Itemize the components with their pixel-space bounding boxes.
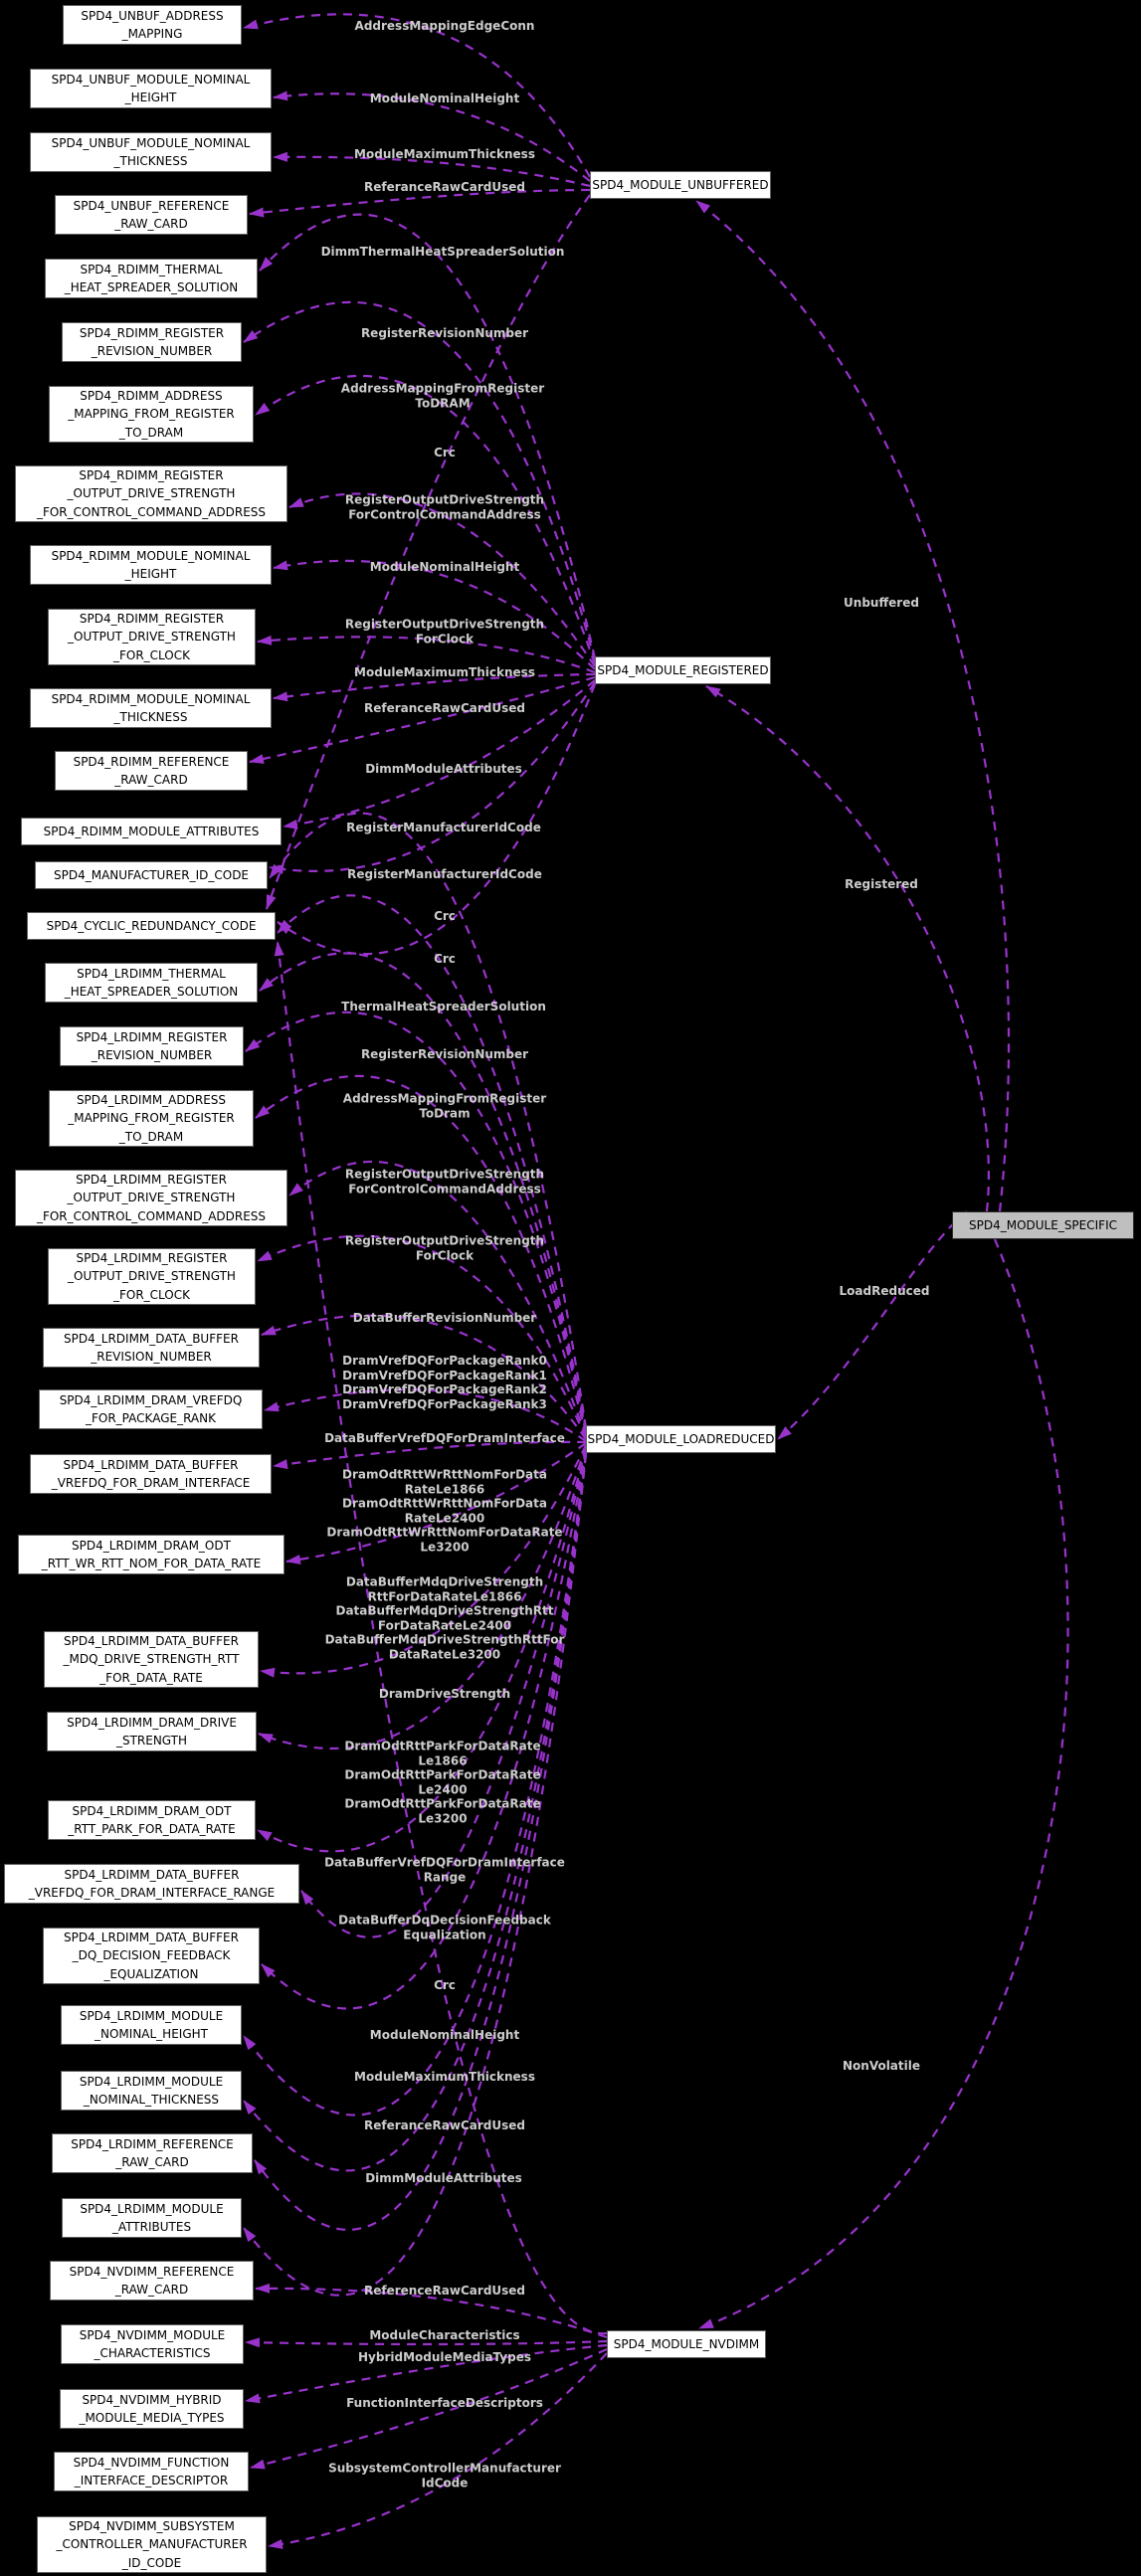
edge-l-m33 bbox=[243, 1453, 588, 2297]
node-spd4-unbuf-module-nominal-height[interactable]: SPD4_UNBUF_MODULE_NOMINAL _HEIGHT bbox=[30, 69, 272, 108]
edge-u-m02 bbox=[273, 91, 591, 182]
edge-r-m11 bbox=[273, 672, 596, 702]
edge-n-m38 bbox=[268, 2352, 608, 2549]
node-spd4-lrdimm-dram-odt-rtt-wr-rtt-nom-for-data-rate[interactable]: SPD4_LRDIMM_DRAM_ODT _RTT_WR_RTT_NOM_FOR… bbox=[18, 1535, 285, 1574]
node-spd4-module-nvdimm[interactable]: SPD4_MODULE_NVDIMM bbox=[607, 2330, 766, 2358]
node-spd4-lrdimm-module-nominal-height[interactable]: SPD4_LRDIMM_MODULE _NOMINAL_HEIGHT bbox=[61, 2005, 242, 2045]
node-spd4-rdimm-register-output-drive-strength-for-clock[interactable]: SPD4_RDIMM_REGISTER _OUTPUT_DRIVE_STRENG… bbox=[48, 609, 256, 665]
edge-l-m18 bbox=[255, 1074, 588, 1436]
edge-l-m27 bbox=[257, 1446, 588, 1853]
node-spd4-rdimm-reference-raw-card[interactable]: SPD4_RDIMM_REFERENCE _RAW_CARD bbox=[55, 751, 248, 791]
edge-l-m23 bbox=[273, 1440, 587, 1470]
edge-l-m29 bbox=[261, 1449, 588, 2010]
edge-l-m14 bbox=[269, 812, 588, 1429]
node-spd4-rdimm-register-output-drive-strength-for-control-command-address[interactable]: SPD4_RDIMM_REGISTER _OUTPUT_DRIVE_STRENG… bbox=[15, 465, 287, 522]
node-spd4-lrdimm-data-buffer-dq-decision-feedback-equalization[interactable]: SPD4_LRDIMM_DATA_BUFFER _DQ_DECISION_FEE… bbox=[43, 1928, 260, 1984]
edge-u-m03 bbox=[273, 151, 591, 188]
node-spd4-lrdimm-register-output-drive-strength-for-control-command-address[interactable]: SPD4_LRDIMM_REGISTER _OUTPUT_DRIVE_STREN… bbox=[15, 1170, 287, 1226]
edge-n-m37 bbox=[250, 2347, 608, 2470]
edge-l-m24 bbox=[285, 1442, 587, 1564]
edge-l-m19 bbox=[288, 1160, 588, 1437]
edge-u-m01 bbox=[243, 13, 591, 178]
edge-l-m30 bbox=[243, 1450, 588, 2116]
edge-r-m14 bbox=[269, 681, 596, 875]
edge-r-m05 bbox=[259, 213, 597, 659]
edge-u-m04 bbox=[249, 188, 591, 218]
node-spd4-lrdimm-module-nominal-thickness[interactable]: SPD4_LRDIMM_MODULE _NOMINAL_THICKNESS bbox=[61, 2071, 242, 2111]
edge-r-m07 bbox=[255, 374, 597, 665]
edge-s-n bbox=[698, 1238, 1069, 2330]
edge-n-m36 bbox=[245, 2343, 608, 2404]
node-spd4-unbuf-address-mapping[interactable]: SPD4_UNBUF_ADDRESS _MAPPING bbox=[63, 5, 242, 45]
node-spd4-lrdimm-reference-raw-card[interactable]: SPD4_LRDIMM_REFERENCE _RAW_CARD bbox=[52, 2133, 253, 2173]
node-spd4-lrdimm-data-buffer-vrefdq-for-dram-interface-range[interactable]: SPD4_LRDIMM_DATA_BUFFER _VREFDQ_FOR_DRAM… bbox=[4, 1864, 299, 1904]
edge-r-m06 bbox=[243, 300, 597, 662]
edge-l-m26 bbox=[258, 1445, 588, 1749]
edge-r-m13 bbox=[283, 679, 596, 829]
node-spd4-nvdimm-module-characteristics[interactable]: SPD4_NVDIMM_MODULE _CHARACTERISTICS bbox=[61, 2324, 244, 2364]
node-spd4-nvdimm-subsystem-controller-manufacturer-id-code[interactable]: SPD4_NVDIMM_SUBSYSTEM _CONTROLLER_MANUFA… bbox=[37, 2516, 267, 2573]
node-spd4-rdimm-module-nominal-thickness[interactable]: SPD4_RDIMM_MODULE_NOMINAL _THICKNESS bbox=[30, 688, 272, 728]
node-spd4-rdimm-module-nominal-height[interactable]: SPD4_RDIMM_MODULE_NOMINAL _HEIGHT bbox=[30, 545, 272, 585]
node-spd4-unbuf-module-nominal-thickness[interactable]: SPD4_UNBUF_MODULE_NOMINAL _THICKNESS bbox=[30, 132, 272, 172]
node-spd4-lrdimm-data-buffer-mdq-drive-strength-rtt-for-data-rate[interactable]: SPD4_LRDIMM_DATA_BUFFER _MDQ_DRIVE_STREN… bbox=[44, 1631, 259, 1688]
edge-r-m10 bbox=[257, 635, 596, 674]
node-spd4-rdimm-thermal-heat-spreader-solution[interactable]: SPD4_RDIMM_THERMAL _HEAT_SPREADER_SOLUTI… bbox=[45, 259, 258, 298]
edge-s-r bbox=[705, 685, 991, 1212]
node-spd4-lrdimm-dram-drive-strength[interactable]: SPD4_LRDIMM_DRAM_DRIVE _STRENGTH bbox=[47, 1712, 257, 1751]
edge-s-u bbox=[695, 200, 1011, 1212]
edge-l-m28 bbox=[300, 1448, 588, 1938]
node-spd4-nvdimm-function-interface-descriptor[interactable]: SPD4_NVDIMM_FUNCTION _INTERFACE_DESCRIPT… bbox=[54, 2452, 249, 2491]
edge-r-m12 bbox=[249, 675, 596, 764]
edge-s-l bbox=[777, 1210, 968, 1440]
edge-l-m20 bbox=[257, 1234, 588, 1439]
node-spd4-unbuf-reference-raw-card[interactable]: SPD4_UNBUF_REFERENCE _RAW_CARD bbox=[55, 195, 248, 235]
node-spd4-rdimm-module-attributes[interactable]: SPD4_RDIMM_MODULE_ATTRIBUTES bbox=[21, 818, 282, 845]
node-spd4-lrdimm-dram-vrefdq-for-package-rank[interactable]: SPD4_LRDIMM_DRAM_VREFDQ _FOR_PACKAGE_RAN… bbox=[39, 1389, 263, 1429]
node-spd4-lrdimm-dram-odt-rtt-park-for-data-rate[interactable]: SPD4_LRDIMM_DRAM_ODT _RTT_PARK_FOR_DATA_… bbox=[48, 1800, 256, 1840]
edge-l-m17 bbox=[245, 1011, 588, 1434]
node-spd4-lrdimm-address-mapping-from-register-to-dram[interactable]: SPD4_LRDIMM_ADDRESS _MAPPING_FROM_REGIST… bbox=[49, 1090, 254, 1147]
node-spd4-lrdimm-module-attributes[interactable]: SPD4_LRDIMM_MODULE _ATTRIBUTES bbox=[62, 2198, 242, 2238]
edge-r-m08 bbox=[288, 492, 596, 667]
edge-l-m32 bbox=[254, 1452, 588, 2231]
node-spd4-lrdimm-data-buffer-revision-number[interactable]: SPD4_LRDIMM_DATA_BUFFER _REVISION_NUMBER bbox=[43, 1328, 260, 1368]
node-spd4-lrdimm-data-buffer-vrefdq-for-dram-interface[interactable]: SPD4_LRDIMM_DATA_BUFFER _VREFDQ_FOR_DRAM… bbox=[30, 1454, 272, 1494]
edge-l-m22 bbox=[264, 1388, 587, 1442]
edges-group bbox=[243, 13, 1069, 2549]
node-spd4-module-specific: SPD4_MODULE_SPECIFIC bbox=[952, 1211, 1134, 1239]
edge-l-m31 bbox=[243, 1451, 588, 2172]
edge-l-m21 bbox=[261, 1314, 587, 1440]
node-spd4-nvdimm-reference-raw-card[interactable]: SPD4_NVDIMM_REFERENCE _RAW_CARD bbox=[50, 2261, 254, 2300]
node-spd4-lrdimm-thermal-heat-spreader-solution[interactable]: SPD4_LRDIMM_THERMAL _HEAT_SPREADER_SOLUT… bbox=[45, 963, 258, 1003]
node-spd4-module-unbuffered[interactable]: SPD4_MODULE_UNBUFFERED bbox=[590, 171, 771, 199]
edge-l-m15 bbox=[277, 894, 588, 1431]
edge-l-m16 bbox=[259, 952, 588, 1433]
edge-l-m25 bbox=[260, 1444, 587, 1678]
node-spd4-module-registered[interactable]: SPD4_MODULE_REGISTERED bbox=[595, 656, 771, 684]
edge-r-m09 bbox=[273, 559, 596, 670]
node-spd4-module-loadreduced[interactable]: SPD4_MODULE_LOADREDUCED bbox=[586, 1425, 776, 1453]
edge-n-m15 bbox=[274, 941, 608, 2335]
edge-u-m15 bbox=[265, 194, 591, 910]
edge-r-m15 bbox=[277, 683, 597, 956]
node-spd4-manufacturer-id-code[interactable]: SPD4_MANUFACTURER_ID_CODE bbox=[35, 861, 268, 889]
node-spd4-rdimm-address-mapping-from-register-to-dram[interactable]: SPD4_RDIMM_ADDRESS _MAPPING_FROM_REGISTE… bbox=[49, 386, 254, 443]
edge-n-m34 bbox=[255, 2283, 608, 2339]
edge-n-m35 bbox=[245, 2337, 608, 2348]
node-spd4-lrdimm-register-revision-number[interactable]: SPD4_LRDIMM_REGISTER _REVISION_NUMBER bbox=[60, 1026, 244, 1066]
node-spd4-nvdimm-hybrid-module-media-types[interactable]: SPD4_NVDIMM_HYBRID _MODULE_MEDIA_TYPES bbox=[60, 2389, 244, 2429]
node-spd4-lrdimm-register-output-drive-strength-for-clock[interactable]: SPD4_LRDIMM_REGISTER _OUTPUT_DRIVE_STREN… bbox=[48, 1248, 256, 1305]
node-spd4-rdimm-register-revision-number[interactable]: SPD4_RDIMM_REGISTER _REVISION_NUMBER bbox=[62, 322, 242, 362]
node-spd4-cyclic-redundancy-code[interactable]: SPD4_CYCLIC_REDUNDANCY_CODE bbox=[27, 912, 276, 940]
